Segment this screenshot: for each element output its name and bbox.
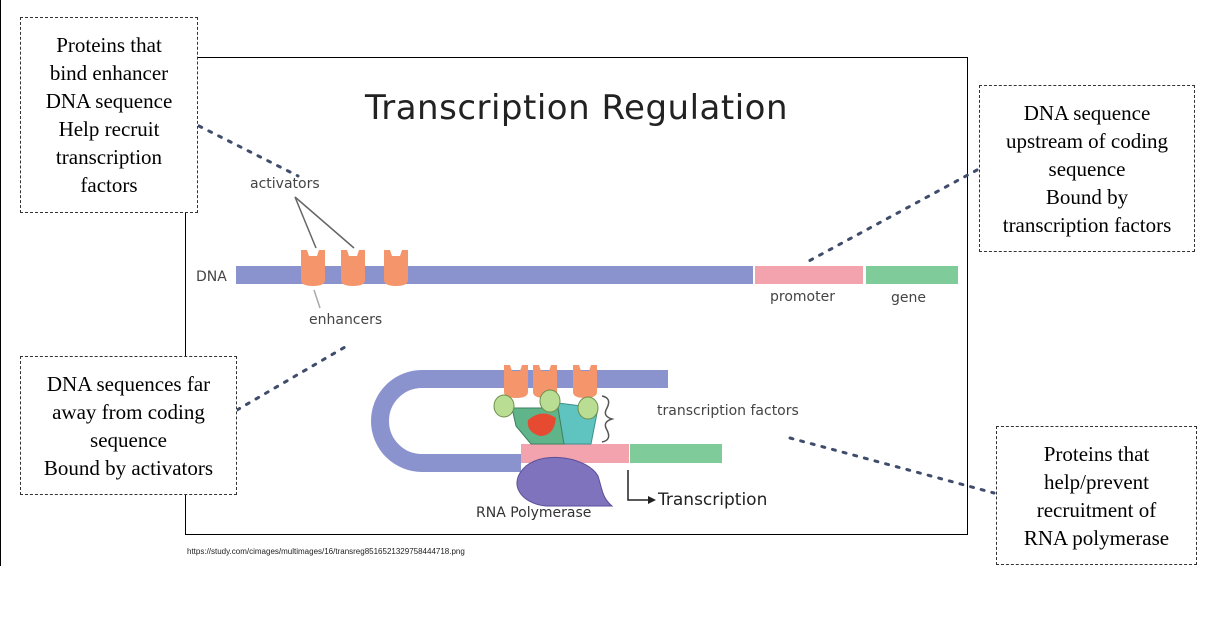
label-activators: activators	[250, 176, 320, 192]
callout-enhancers-line-1: DNA sequences far	[46, 371, 211, 396]
callout-activators-line-4: Help recruit	[58, 117, 160, 141]
callout-activators-line-5: transcription	[55, 145, 163, 169]
figure-title: Transcription Regulation	[364, 88, 789, 128]
callout-promoter-line-2: upstream of coding	[1005, 128, 1169, 153]
label-rna-polymerase: RNA Polymerase	[476, 505, 592, 521]
label-promoter: promoter	[770, 289, 835, 305]
activator-pointer-2	[294, 196, 355, 249]
callout-activators-line-2: bind enhancer	[49, 61, 169, 85]
activator-pointer-1	[294, 196, 317, 249]
gene-region-top	[866, 266, 958, 284]
gene-region-bottom	[630, 444, 722, 463]
label-gene: gene	[891, 290, 926, 306]
connector-enhancers	[235, 345, 347, 412]
connector-promoter	[805, 168, 979, 264]
left-edge-rule	[0, 0, 1, 566]
tf-light-green-2	[539, 389, 561, 413]
callout-promoter-line-5: transcription factors	[1002, 212, 1172, 237]
connector-transcription-factors	[788, 436, 996, 495]
rna-polymerase-shape	[516, 456, 614, 507]
connector-activators	[197, 124, 300, 178]
activator-1	[301, 250, 325, 286]
label-enhancers: enhancers	[309, 312, 383, 328]
source-url: https://study.com/cimages/multimages/16/…	[187, 547, 465, 556]
callout-transcription-factors: Proteins that help/prevent recruitment o…	[996, 426, 1197, 565]
callout-tf-line-1: Proteins that	[1043, 441, 1150, 466]
activator-loop-3	[573, 365, 597, 398]
callout-promoter: DNA sequence upstream of coding sequence…	[979, 85, 1195, 252]
activator-2	[341, 250, 365, 286]
tf-red	[527, 413, 556, 436]
callout-tf-line-4: RNA polymerase	[1023, 525, 1170, 550]
enhancer-pointer	[313, 289, 321, 309]
callout-enhancers-line-2: away from coding	[52, 399, 205, 424]
transcription-arrow	[627, 470, 649, 501]
label-dna: DNA	[196, 269, 227, 285]
dna-strand-top	[236, 266, 753, 284]
activator-3	[384, 250, 408, 286]
transcription-arrowhead	[648, 496, 656, 504]
callout-tf-line-3: recruitment of	[1036, 497, 1157, 522]
tf-brace	[601, 395, 615, 443]
transcription-regulation-figure: Transcription Regulation activators DNA …	[185, 57, 968, 535]
promoter-region-top	[755, 266, 863, 284]
callout-enhancers: DNA sequences far away from coding seque…	[20, 356, 237, 495]
label-transcription-factors: transcription factors	[657, 403, 799, 419]
callout-activators-line-1: Proteins that	[56, 33, 162, 57]
callout-enhancers-line-4: Bound by activators	[43, 455, 214, 480]
callout-activators-line-3: DNA sequence	[45, 89, 173, 113]
callout-promoter-line-4: Bound by	[1045, 184, 1129, 209]
diagram-graphics	[236, 196, 958, 507]
callout-tf-line-2: help/prevent	[1044, 469, 1149, 494]
label-transcription: Transcription	[658, 490, 768, 510]
tf-light-green-1	[493, 394, 515, 418]
callout-promoter-line-1: DNA sequence	[1023, 100, 1151, 125]
callout-activators: Proteins that bind enhancer DNA sequence…	[20, 17, 198, 213]
dna-loop	[371, 370, 668, 472]
callout-enhancers-line-3: sequence	[90, 427, 167, 452]
callout-activators-line-6: factors	[80, 173, 138, 197]
tf-light-green-3	[577, 396, 599, 420]
activator-loop-1	[504, 365, 528, 398]
callout-promoter-line-3: sequence	[1048, 156, 1126, 181]
